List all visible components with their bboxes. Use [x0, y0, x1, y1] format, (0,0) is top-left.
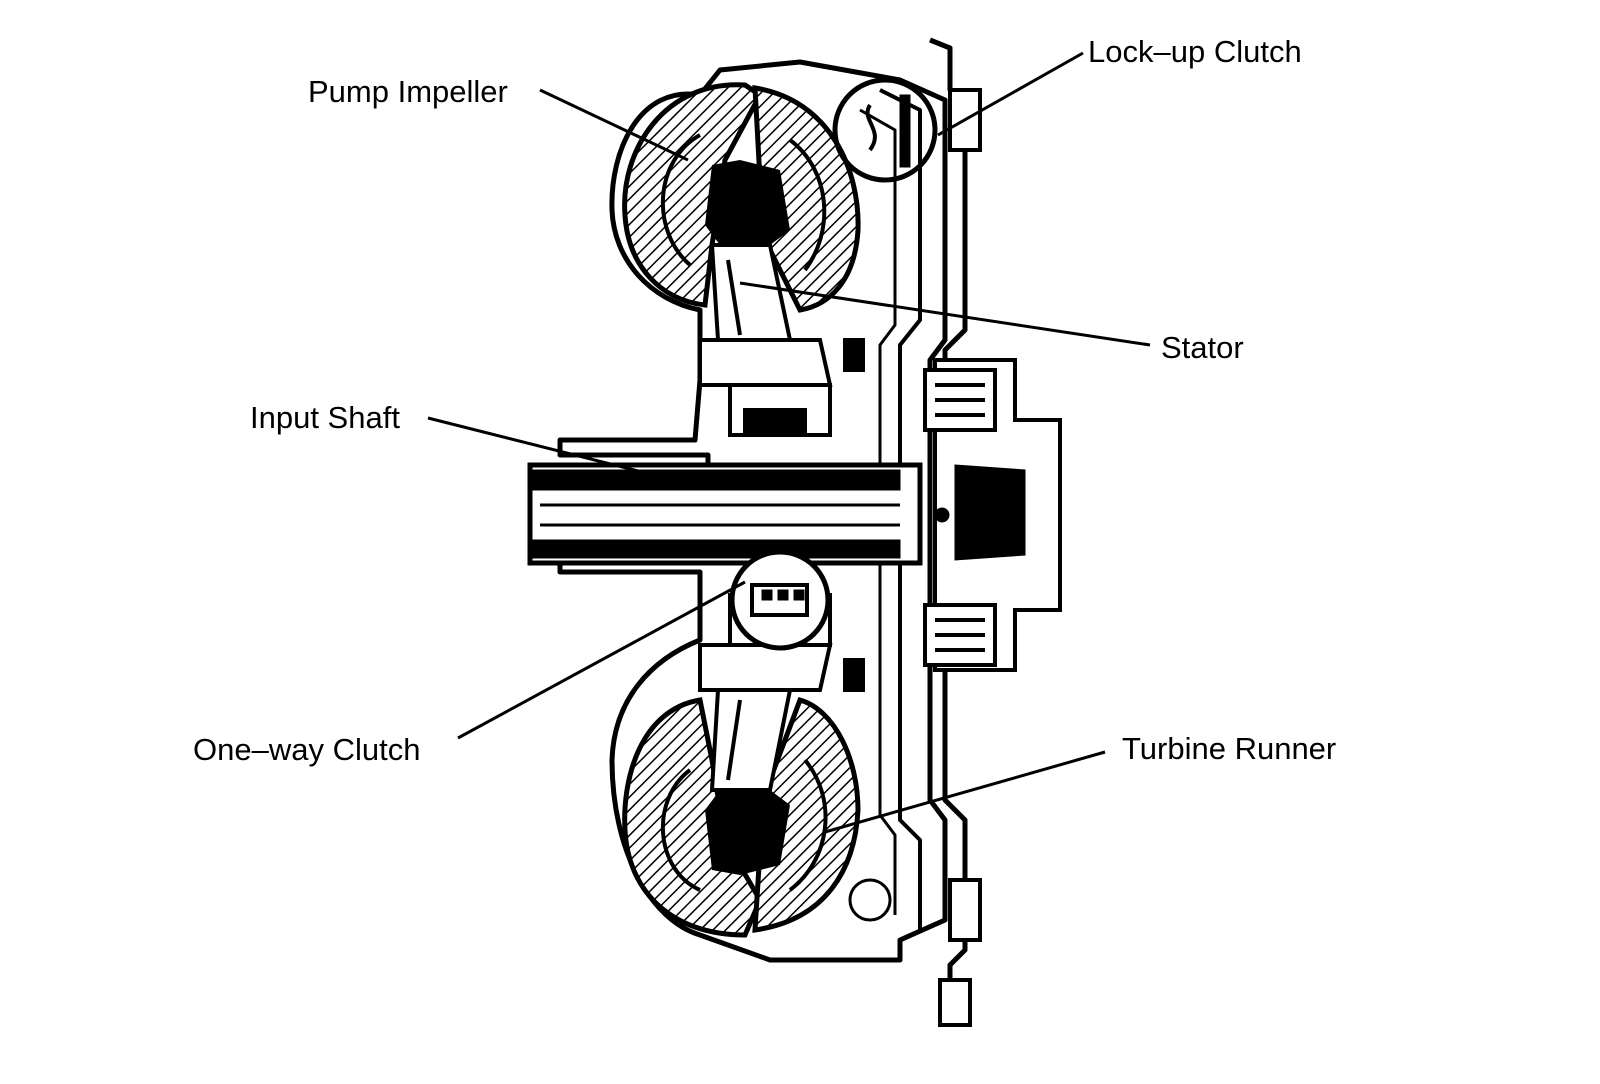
- turbine-runner-upper: [752, 85, 861, 313]
- converter-housing: [557, 37, 968, 1010]
- torus-core-upper: [705, 160, 790, 245]
- oneway-clutch-detail: [729, 549, 831, 651]
- turbine-runner-lower: [752, 696, 861, 933]
- label-oneway-clutch: One–way Clutch: [193, 732, 421, 767]
- lockup-clutch-detail: [832, 77, 938, 183]
- flywheel-ring: [848, 878, 892, 922]
- pump-impeller-upper: [622, 82, 764, 308]
- input-shaft: [527, 462, 923, 566]
- label-lockup-clutch: Lock–up Clutch: [1088, 34, 1302, 69]
- crankshaft-flange: [933, 358, 1062, 672]
- label-stator: Stator: [1161, 330, 1244, 365]
- pump-impeller-lower: [622, 697, 763, 938]
- leader-lines: [427, 51, 1151, 834]
- label-turbine-runner: Turbine Runner: [1122, 731, 1337, 766]
- label-input-shaft: Input Shaft: [250, 400, 400, 435]
- torus-core-lower: [705, 790, 790, 875]
- bolts: [923, 88, 997, 1027]
- label-pump-impeller: Pump Impeller: [308, 74, 508, 109]
